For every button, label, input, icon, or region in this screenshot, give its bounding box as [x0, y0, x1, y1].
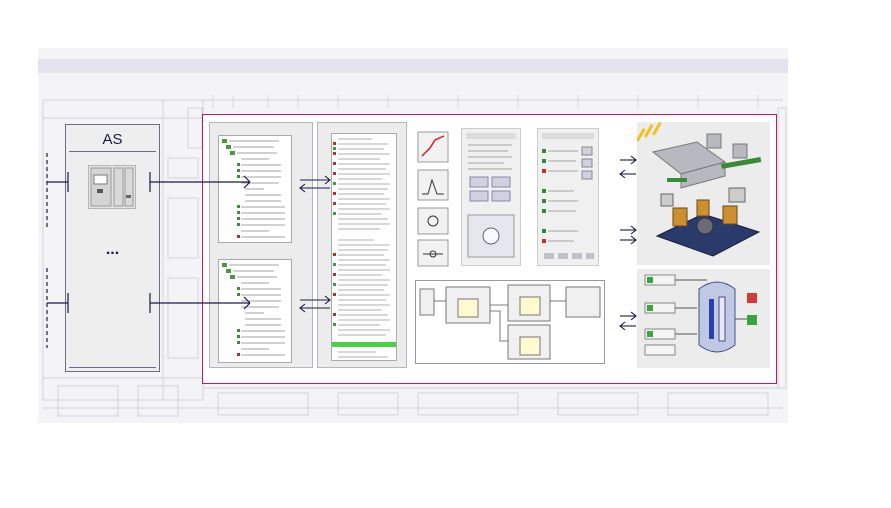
automation-station-ellipsis: ... — [105, 241, 120, 258]
hardware-panel — [209, 122, 313, 368]
faceplate-1 — [461, 128, 521, 266]
reactor-vessel-icon — [644, 274, 757, 356]
top-band — [38, 59, 788, 73]
tree-lines-1 — [222, 139, 285, 238]
tree-lines-2 — [222, 263, 285, 356]
signal-list-rows — [332, 138, 396, 358]
process-reactor-panel — [637, 269, 770, 368]
plant-3d-model-icon — [636, 122, 762, 257]
signal-list-panel — [317, 122, 407, 368]
faceplate-2 — [537, 128, 599, 266]
plc-controller-icon — [88, 165, 136, 209]
cfc-chart-blocks — [419, 284, 601, 360]
automation-station-title: AS — [102, 131, 123, 148]
cfc-chart — [415, 280, 605, 364]
diagram-canvas: AS ... — [38, 48, 788, 423]
connection-arrows — [46, 153, 637, 348]
faceplate-1-content — [466, 133, 516, 258]
hardware-tree-1 — [218, 135, 292, 243]
function-blocks — [417, 131, 449, 267]
bidirectional-arrows — [299, 155, 637, 331]
automation-station-box: AS ... — [65, 124, 160, 372]
simulation-frame — [202, 114, 777, 384]
as-divider-top — [69, 151, 156, 152]
hardware-tree-2 — [218, 259, 292, 363]
as-divider-bottom — [69, 367, 156, 368]
signal-list — [331, 133, 397, 361]
faceplate-2-content — [542, 133, 594, 259]
simulation-blocks-area — [413, 122, 635, 368]
plant-3d-model-panel — [636, 122, 770, 265]
